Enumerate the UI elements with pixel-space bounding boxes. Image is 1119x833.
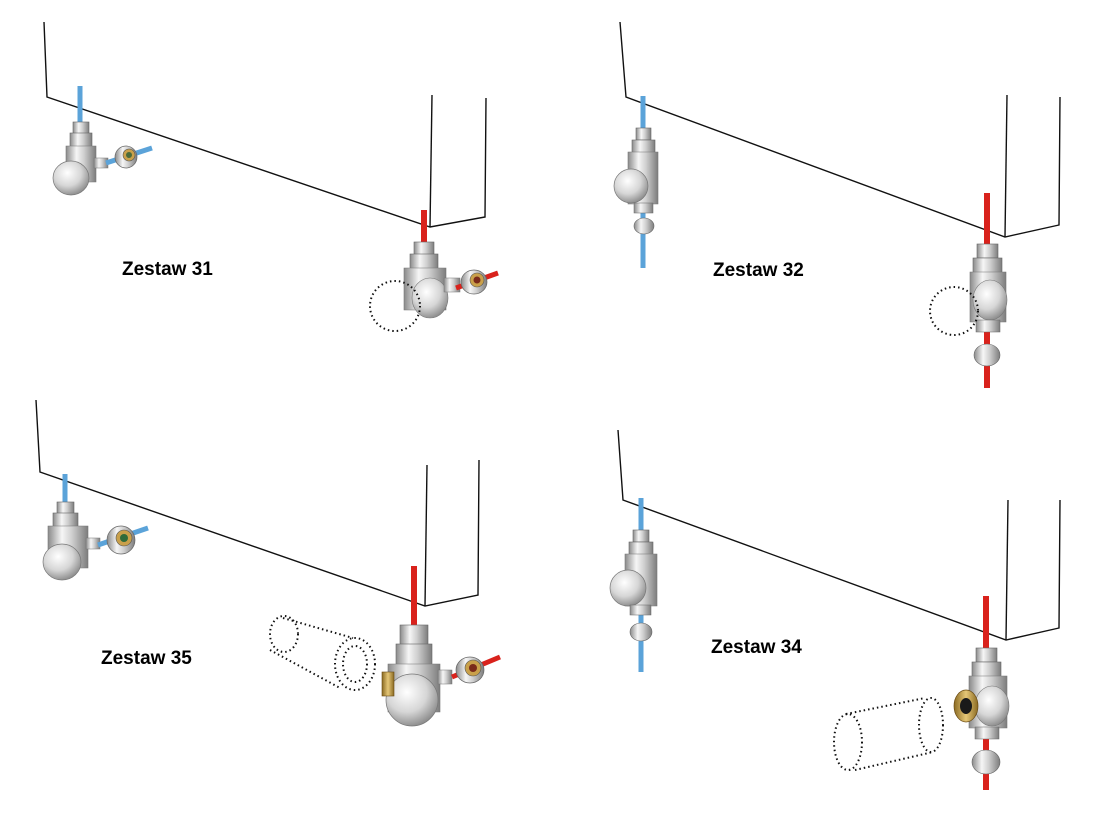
angle-valve-hot <box>403 241 461 319</box>
angle-valve-cold <box>52 121 109 196</box>
radiator-outline <box>35 399 480 607</box>
angle-valve-cold <box>42 501 101 581</box>
thermostatic-valve-hot <box>953 647 1010 775</box>
compression-nut-cold <box>114 145 138 169</box>
straight-valve-hot <box>969 243 1008 367</box>
thermostatic-head-outline <box>833 697 944 771</box>
panel-zestaw-32 <box>613 21 1061 388</box>
thermostatic-head-outline <box>369 280 421 332</box>
straight-valve-cold <box>609 529 658 642</box>
compression-nut-cold <box>106 525 136 555</box>
set-label-zestaw-34: Zestaw 34 <box>711 637 802 658</box>
radiator-outline <box>619 21 1061 238</box>
panel-zestaw-34 <box>609 429 1061 790</box>
radiator-outline <box>43 21 487 228</box>
thermostatic-valve-hot <box>381 624 453 727</box>
panel-zestaw-31 <box>43 21 499 332</box>
compression-nut-hot <box>455 656 485 684</box>
radiator-outline <box>617 429 1061 641</box>
panel-zestaw-35 <box>35 399 501 727</box>
thermostatic-head-outline <box>929 286 979 336</box>
thermostatic-head-outline <box>269 615 376 691</box>
straight-valve-cold <box>613 127 659 235</box>
compression-nut-hot <box>460 269 488 295</box>
set-label-zestaw-32: Zestaw 32 <box>713 260 804 281</box>
set-label-zestaw-31: Zestaw 31 <box>122 259 213 280</box>
set-label-zestaw-35: Zestaw 35 <box>101 648 192 669</box>
